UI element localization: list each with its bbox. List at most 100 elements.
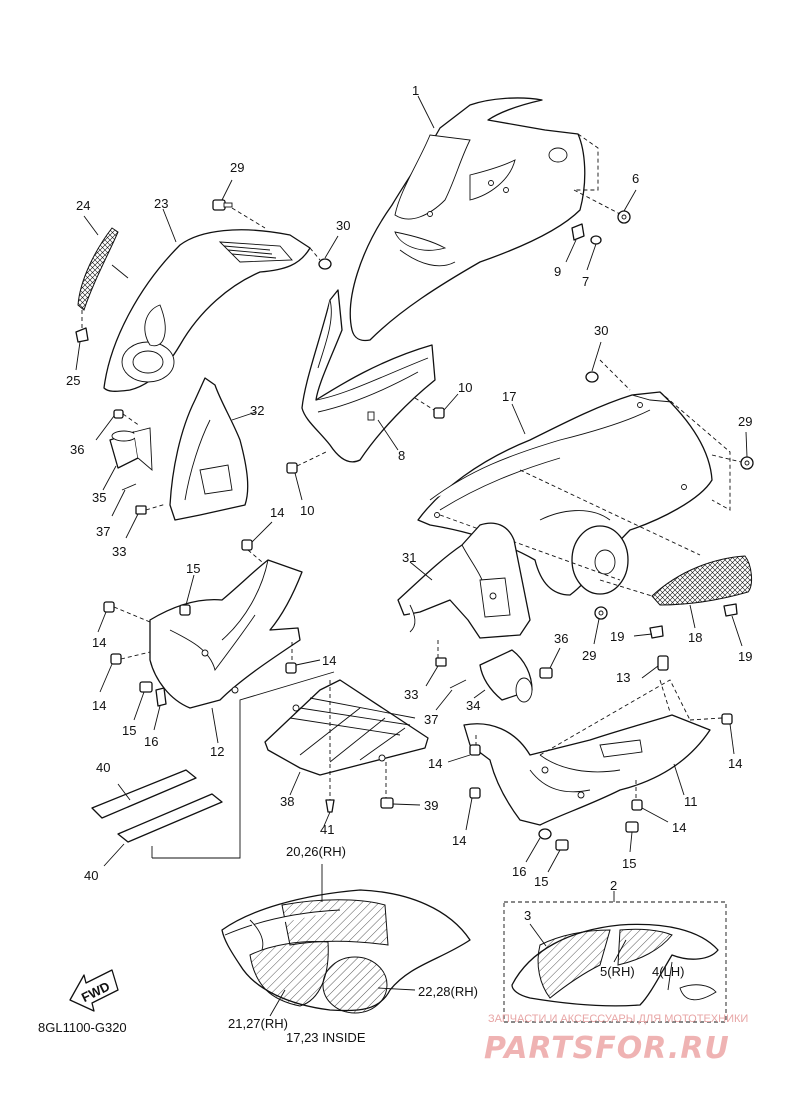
front-cowl-part-1	[349, 97, 586, 342]
bolt-part-15-right-a	[625, 821, 639, 853]
callout-p31: 31	[402, 550, 416, 565]
clip-part-16-left	[153, 687, 167, 731]
callout-p30b: 30	[594, 323, 608, 338]
callout-p14d: 14	[322, 653, 336, 668]
grille-part-24	[77, 215, 129, 311]
screw-part-14-center-b	[465, 787, 481, 831]
strip-part-40-a	[91, 769, 197, 819]
frame-bracket-part-31	[397, 522, 531, 639]
pin-part-37-left	[111, 483, 137, 517]
screw-part-29-top	[212, 179, 266, 229]
callout-p17: 17	[502, 389, 516, 404]
callout-p21_27: 21,27(RH)	[228, 1016, 288, 1031]
callout-p25: 25	[66, 373, 80, 388]
callout-p20_26: 20,26(RH)	[286, 844, 346, 859]
callout-p37b: 37	[424, 712, 438, 727]
callout-p16a: 16	[144, 734, 158, 749]
callout-p18: 18	[688, 630, 702, 645]
lower-bracket-part-12	[149, 559, 303, 709]
washer-part-29-lower	[593, 606, 608, 645]
callout-p15c: 15	[622, 856, 636, 871]
callout-p15b: 15	[122, 723, 136, 738]
clip-part-16-right	[525, 828, 552, 863]
screw-part-10-a	[414, 393, 459, 419]
washer-part-7	[586, 235, 602, 271]
grille-part-18	[599, 555, 753, 629]
washer-part-6	[617, 189, 637, 224]
callout-p1: 1	[412, 83, 419, 98]
bolt-part-15-left-bottom	[133, 681, 153, 721]
pin-part-37-center	[435, 679, 467, 711]
callout-p8: 8	[398, 448, 405, 463]
callout-p35: 35	[92, 490, 106, 505]
side-cover-part-17	[417, 391, 713, 596]
washer-part-29-right	[711, 431, 754, 470]
callout-p16b: 16	[512, 864, 526, 879]
callout-p33b: 33	[404, 687, 418, 702]
callout-p14b: 14	[92, 635, 106, 650]
bolt-part-15-right-b	[547, 839, 569, 873]
callout-p14g: 14	[672, 820, 686, 835]
callout-p14c: 14	[92, 698, 106, 713]
bolt-part-15-left-top	[179, 574, 195, 616]
assembly-box-part-2	[503, 891, 727, 1023]
callout-p33a: 33	[112, 544, 126, 559]
callout-p10a: 10	[458, 380, 472, 395]
callout-p37a: 37	[96, 524, 110, 539]
screw-part-36-center	[539, 647, 561, 679]
center-panel-part-8	[301, 289, 436, 463]
callout-p40a: 40	[96, 760, 110, 775]
screw-part-14-left-b	[99, 651, 151, 693]
lower-bracket-part-11	[463, 714, 711, 826]
callout-p14e: 14	[428, 756, 442, 771]
callout-p6: 6	[632, 171, 639, 186]
callout-p36b: 36	[554, 631, 568, 646]
callout-p7: 7	[582, 274, 589, 289]
washer-part-30-right	[585, 341, 602, 383]
callout-p13: 13	[616, 670, 630, 685]
nut-part-33-left	[125, 503, 167, 539]
callout-p24: 24	[76, 198, 90, 213]
clip-part-13	[641, 655, 669, 679]
screw-part-36-left	[95, 409, 141, 441]
screw-part-14-left-a	[97, 601, 151, 633]
callout-p12: 12	[210, 744, 224, 759]
rivet-part-41	[323, 680, 335, 827]
callout-p2: 2	[610, 878, 617, 893]
diagram-code: 8GL1100-G320	[38, 1020, 127, 1035]
forward-arrow-icon: FWD	[69, 969, 119, 1012]
bolt-part-39	[380, 762, 421, 809]
callout-p9: 9	[554, 264, 561, 279]
callout-p29b: 29	[738, 414, 752, 429]
clip-part-19-b	[723, 603, 743, 647]
clip-part-25	[75, 310, 89, 371]
callout-p14f: 14	[728, 756, 742, 771]
watermark-logo: PARTSFOR.RU	[484, 1031, 730, 1066]
callout-p36a: 36	[70, 442, 84, 457]
callout-p15a: 15	[186, 561, 200, 576]
inside-view-17-23	[221, 889, 471, 1014]
callout-p10b: 10	[300, 503, 314, 518]
inner-bracket-part-32	[169, 377, 257, 521]
screw-part-10-b	[286, 451, 327, 501]
callout-p29c: 29	[582, 648, 596, 663]
screw-part-14-right-b	[631, 780, 669, 823]
callout-p14h: 14	[452, 833, 466, 848]
callout-p22_28: 22,28(RH)	[418, 984, 478, 999]
callout-p30a: 30	[336, 218, 350, 233]
screw-part-14-center-a	[447, 735, 481, 763]
callout-p40b: 40	[84, 868, 98, 883]
inside-note: 17,23 INSIDE	[286, 1030, 366, 1045]
callout-p15d: 15	[534, 874, 548, 889]
callout-p34: 34	[466, 698, 480, 713]
clip-part-9	[565, 223, 585, 263]
callout-p29a: 29	[230, 160, 244, 175]
callout-p41: 41	[320, 822, 334, 837]
callout-p23: 23	[154, 196, 168, 211]
callout-p19a: 19	[610, 629, 624, 644]
callout-p11: 11	[684, 794, 698, 809]
callout-p14a: 14	[270, 505, 284, 520]
inner-panel-part-23	[103, 229, 311, 392]
callout-p4: 4(LH)	[652, 964, 685, 979]
